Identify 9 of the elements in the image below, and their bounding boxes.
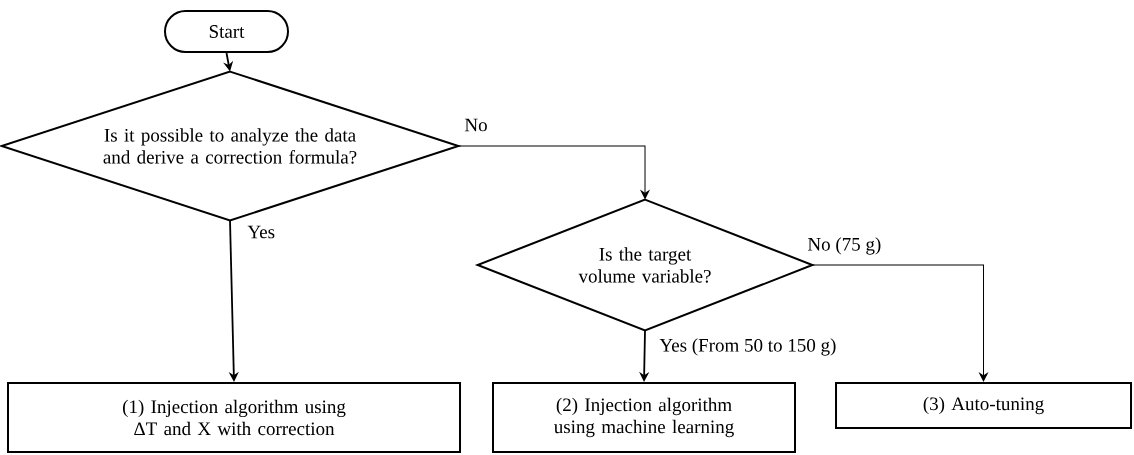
edge-label: Yes (245, 223, 278, 241)
start-terminal: Start (164, 10, 289, 53)
edge-label: Yes (From 50 to 150 g) (657, 336, 839, 358)
process-box: (3) Auto-tuning (835, 382, 1132, 429)
process-box: (1) Injection algorithm using ΔT and X with correction (7, 382, 461, 453)
edge-label: No (462, 116, 490, 134)
process-box: (2) Injection algorithm using machine learning (492, 382, 796, 453)
arrow (811, 264, 988, 382)
arrow (457, 145, 650, 199)
